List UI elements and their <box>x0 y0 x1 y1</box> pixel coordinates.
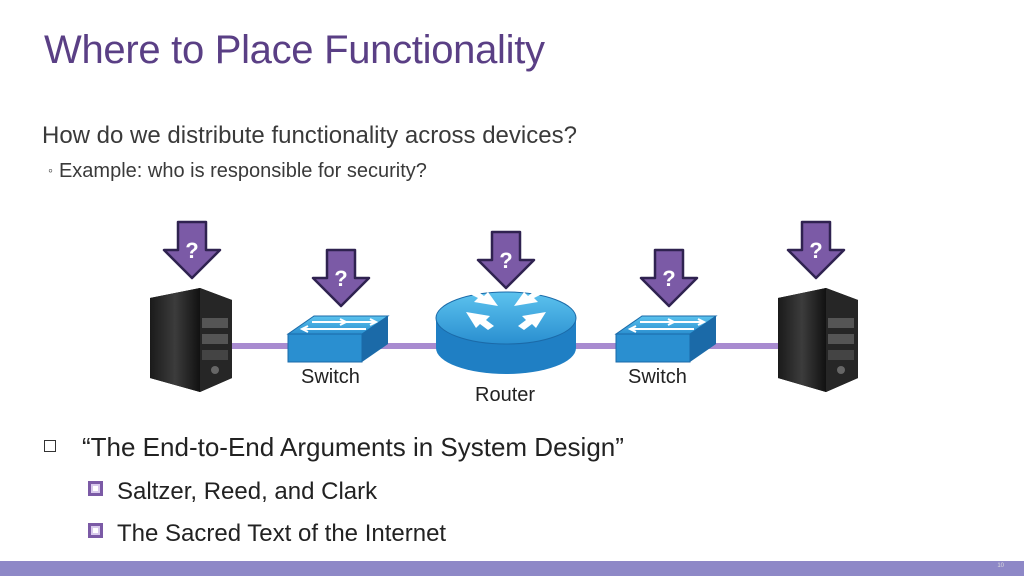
sub-bullet-text: Saltzer, Reed, and Clark <box>117 478 378 505</box>
switch-left-icon <box>286 315 390 363</box>
square-bullet-icon <box>44 440 56 452</box>
example-bullet: ◦ Example: who is responsible for securit… <box>48 160 427 183</box>
sub-bullet: The Sacred Text of the Internet <box>88 520 446 548</box>
sub-bullet-text: The Sacred Text of the Internet <box>117 520 447 547</box>
arrow-router-icon: ? <box>476 230 536 290</box>
server-left-icon <box>150 288 232 392</box>
page-number: 10 <box>997 563 1004 569</box>
switch-right-label: Switch <box>628 366 687 388</box>
main-bullet: “The End-to-End Arguments in System Desi… <box>44 432 624 463</box>
question-mark-4: ? <box>662 266 675 291</box>
router-icon <box>435 290 577 374</box>
main-bullet-text: “The End-to-End Arguments in System Desi… <box>82 432 624 462</box>
footer-bar <box>0 561 1024 576</box>
circle-bullet-icon: ◦ <box>48 162 53 178</box>
purple-square-bullet-icon <box>88 481 103 496</box>
arrow-left-server-icon: ? <box>162 220 222 280</box>
purple-square-bullet-icon <box>88 523 103 538</box>
question-text: How do we distribute functionality acros… <box>42 122 577 149</box>
switch-left-label: Switch <box>301 366 360 388</box>
arrow-left-switch-icon: ? <box>311 248 371 308</box>
slide-title: Where to Place Functionality <box>44 28 545 72</box>
arrow-right-switch-icon: ? <box>639 248 699 308</box>
question-mark-3: ? <box>499 248 512 273</box>
arrow-right-server-icon: ? <box>786 220 846 280</box>
question-mark-2: ? <box>334 266 347 291</box>
sub-bullet: Saltzer, Reed, and Clark <box>88 478 377 506</box>
question-mark-1: ? <box>185 238 198 263</box>
example-text: Example: who is responsible for security… <box>58 160 427 182</box>
router-label: Router <box>475 384 536 406</box>
switch-right-icon <box>614 315 718 363</box>
question-mark-5: ? <box>809 238 822 263</box>
server-right-icon <box>778 288 858 392</box>
